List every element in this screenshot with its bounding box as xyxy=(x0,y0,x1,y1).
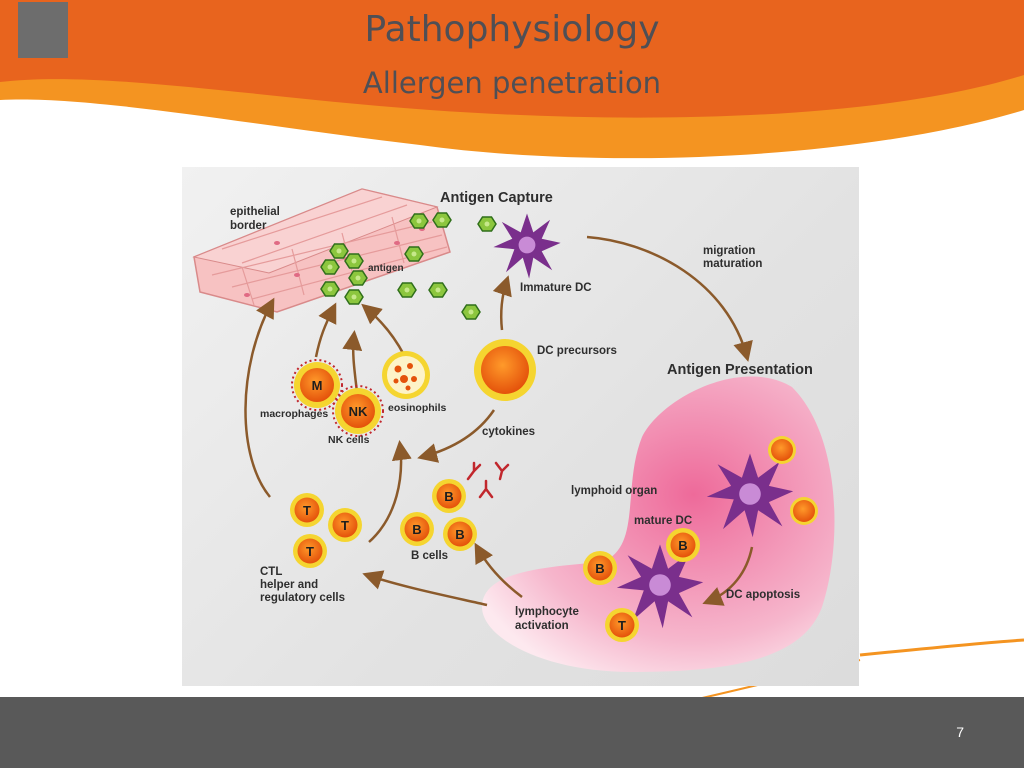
svg-text:B: B xyxy=(678,538,687,553)
svg-text:B: B xyxy=(455,527,464,542)
arrow-migration-maturation xyxy=(586,235,753,362)
arrow-cytokines-to-innate xyxy=(417,409,496,463)
svg-text:T: T xyxy=(306,544,314,559)
arrow-precursor-to-immature-dc xyxy=(492,275,512,331)
arrow-activation-to-bcells xyxy=(474,542,523,598)
page-number: 7 xyxy=(956,724,964,740)
arrow-dc-apoptosis xyxy=(702,546,754,606)
svg-text:B: B xyxy=(412,522,421,537)
slide-subtitle: Allergen penetration xyxy=(362,66,662,100)
arrow-nk-to-antigen xyxy=(342,330,363,393)
footer-bar xyxy=(0,697,1024,768)
nk-letter: NK xyxy=(349,404,368,419)
immature-dc-icon xyxy=(493,213,561,279)
dc-precursor-icon xyxy=(474,339,536,401)
header-square-decoration xyxy=(18,2,68,58)
antibody-icons xyxy=(466,461,510,499)
arrow-ctl-to-nk xyxy=(368,440,412,543)
figure-canvas: M NK T T T T xyxy=(192,188,835,672)
arrow-lymphoid-to-ctl xyxy=(362,570,488,607)
t-cell-icon: T xyxy=(328,508,362,542)
b-cell-icon: B xyxy=(583,551,617,585)
label-mature-dc: mature DC xyxy=(634,515,692,527)
label-cytokines: cytokines xyxy=(482,426,535,438)
label-nk-cells: NK cells xyxy=(328,434,370,446)
svg-text:B: B xyxy=(444,489,453,504)
b-cell-icon: B xyxy=(432,479,466,513)
nk-cell-icon: NK xyxy=(332,385,384,437)
label-antigen: antigen xyxy=(368,263,404,274)
svg-text:T: T xyxy=(618,618,626,633)
arrow-eos-to-antigen xyxy=(361,303,406,356)
label-lymphoid-organ: lymphoid organ xyxy=(571,485,657,497)
arrow-macrophage-to-antigen xyxy=(314,302,337,358)
label-antigen-capture: Antigen Capture xyxy=(440,190,553,206)
label-antigen-presentation: Antigen Presentation xyxy=(667,362,813,378)
pathophysiology-figure: M NK T T T T xyxy=(182,167,859,686)
macrophage-letter: M xyxy=(312,378,323,393)
label-b-cells: B cells xyxy=(411,550,448,562)
t-cell-icon: T xyxy=(293,534,327,568)
b-cell-icon: B xyxy=(400,512,434,546)
t-cell-icon: T xyxy=(290,493,324,527)
epithelial-border-shape xyxy=(192,188,451,313)
lymphoid-organ-region xyxy=(482,376,835,672)
eosinophil-icon xyxy=(382,351,430,399)
b-cell-icon: B xyxy=(666,528,700,562)
macrophage-icon: M xyxy=(291,359,343,411)
b-cell-icon: B xyxy=(443,517,477,551)
svg-text:T: T xyxy=(303,503,311,518)
label-eosinophils: eosinophils xyxy=(388,402,447,414)
slide-title: Pathophysiology xyxy=(364,9,660,50)
label-immature-dc: Immature DC xyxy=(520,282,592,294)
t-cell-icon: T xyxy=(605,608,639,642)
svg-text:B: B xyxy=(595,561,604,576)
label-macrophages: macrophages xyxy=(260,408,328,420)
label-dc-apoptosis: DC apoptosis xyxy=(726,589,800,601)
svg-text:T: T xyxy=(341,518,349,533)
arrow-ctl-to-epithelium xyxy=(244,297,275,498)
label-dc-precursors: DC precursors xyxy=(537,345,617,357)
